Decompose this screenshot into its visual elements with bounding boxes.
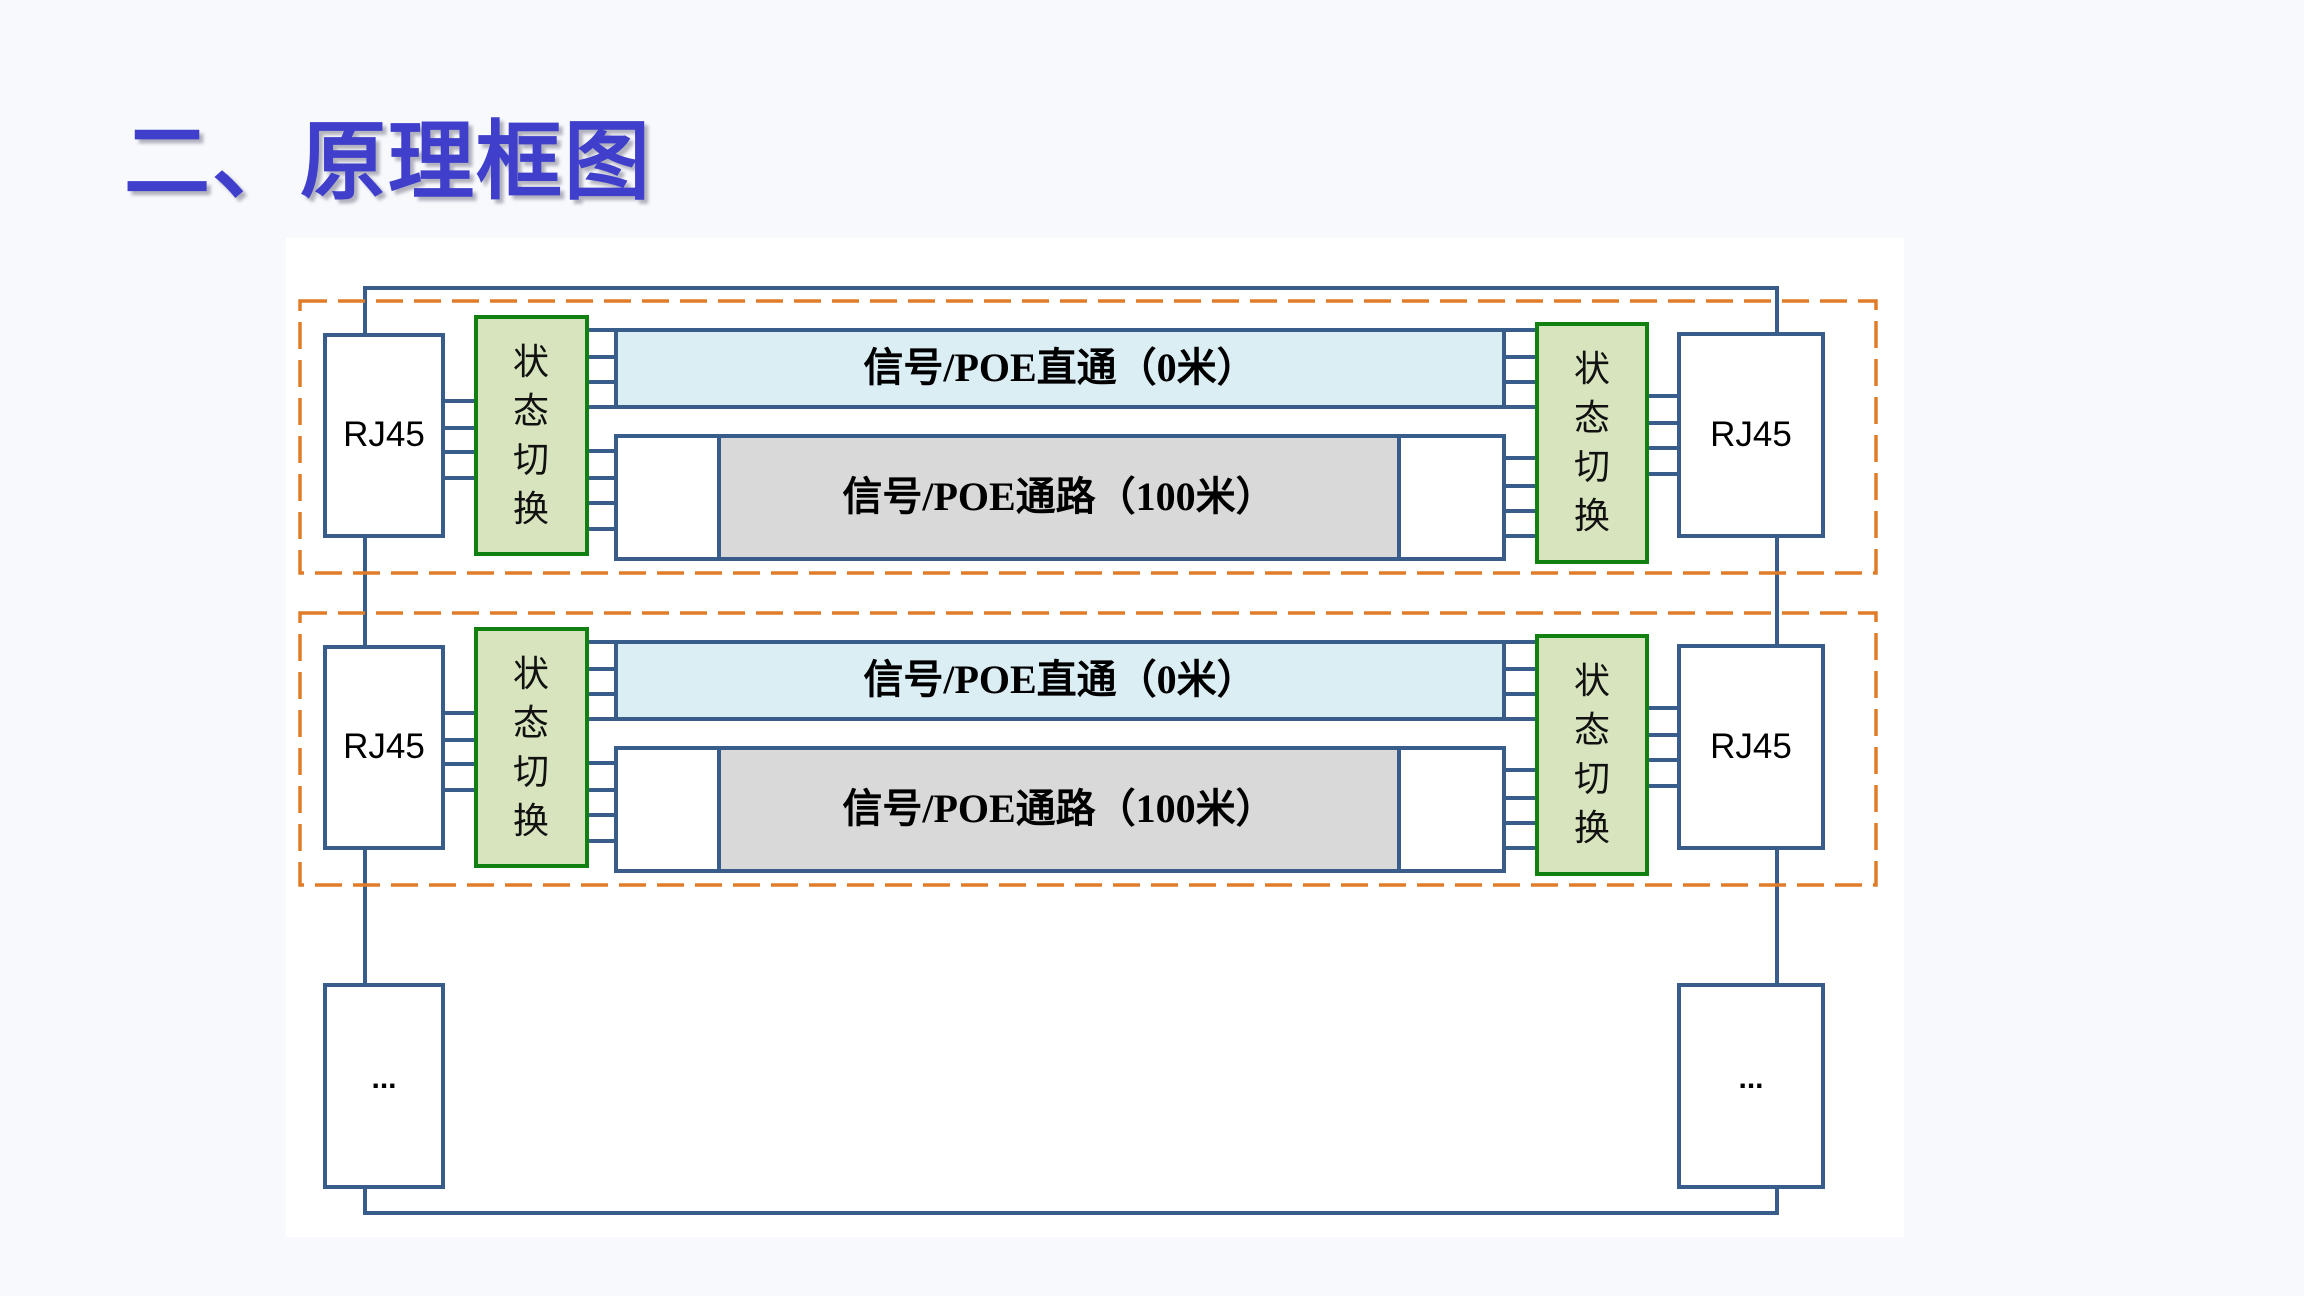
bus-wires [363, 286, 1779, 1215]
connector-wires [443, 328, 1679, 538]
more-ports-left-box [323, 983, 445, 1189]
channel-group-border [298, 611, 1878, 887]
rj45-right-label: RJ45 [1710, 415, 1792, 454]
page-title: 二、原理框图 [124, 111, 652, 212]
more-ports-right-label: ... [1738, 1062, 1764, 1095]
state-switch-left-label: 状态切换 [512, 342, 549, 530]
direct-path-label: 信号/POE直通（0米） [863, 345, 1257, 390]
rj45-left-box [323, 333, 445, 538]
bus-bottom-wire [363, 1187, 1779, 1215]
direct-path-box [614, 328, 1506, 409]
long-path-cable-box [717, 746, 1401, 873]
state-switch-right-label: 状态切换 [1573, 349, 1610, 537]
rj45-right-label: RJ45 [1710, 727, 1792, 766]
more-ports-right-box [1677, 983, 1825, 1189]
state-switch-right-box [1535, 634, 1649, 876]
state-switch-right-box [1535, 322, 1649, 564]
channel-group-2 [298, 611, 1878, 887]
rj45-left-box [323, 645, 445, 850]
rj45-left-label: RJ45 [343, 415, 425, 454]
state-switch-right-label: 状态切换 [1573, 661, 1610, 849]
bus-top-wire [363, 286, 1779, 335]
rj45-right-box [1677, 644, 1825, 850]
long-path-cable-box [717, 434, 1401, 561]
channel-group-border [298, 299, 1878, 575]
long-path-label: 信号/POE通路（100米） [842, 786, 1276, 831]
long-path-label: 信号/POE通路（100米） [842, 474, 1276, 519]
connector-wires [443, 640, 1679, 850]
channel-group-1 [298, 299, 1878, 575]
more-ports-left-label: ... [371, 1062, 397, 1095]
state-switch-left-label: 状态切换 [512, 654, 549, 842]
rj45-left-label: RJ45 [343, 727, 425, 766]
rj45-right-box [1677, 332, 1825, 538]
direct-path-label: 信号/POE直通（0米） [863, 657, 1257, 702]
direct-path-box [614, 640, 1506, 721]
state-switch-left-box [474, 315, 589, 556]
state-switch-left-box [474, 627, 589, 868]
